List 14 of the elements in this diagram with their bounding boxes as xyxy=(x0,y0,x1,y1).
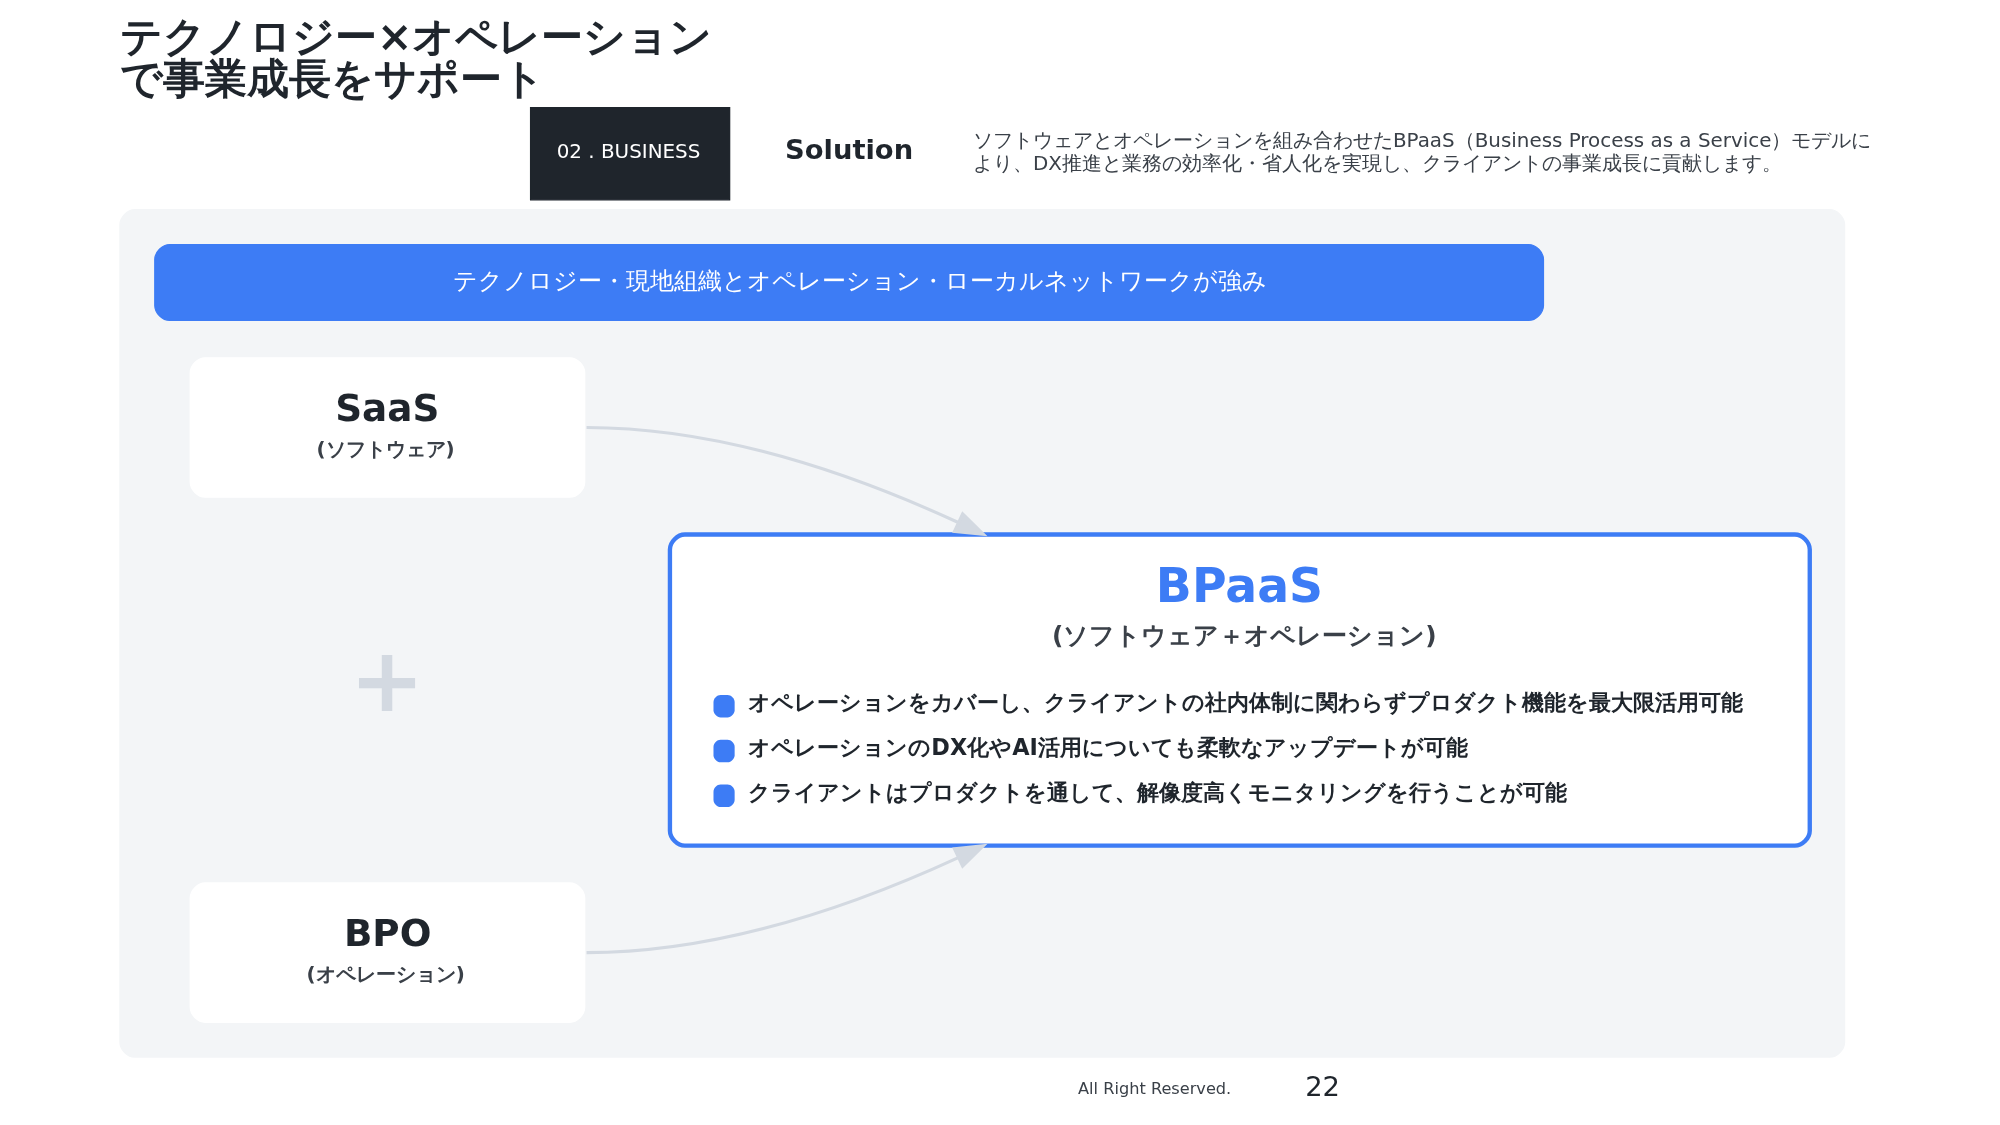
node-box: SaaS (ソフトウェア) xyxy=(189,357,586,498)
diagram-title: テクノロジー×オペレーションで事業成長をサポート xyxy=(119,11,713,104)
arrow xyxy=(586,425,988,537)
cluster xyxy=(119,209,1846,1058)
label: 22 xyxy=(1305,1071,1341,1103)
node-box: 02 . BUSINESS xyxy=(529,107,731,201)
label: Solution xyxy=(785,134,914,166)
node-box: BPO (オペレーション) xyxy=(189,882,586,1023)
node-box: テクノロジー・現地組織とオペレーション・ローカルネットワークが強み xyxy=(154,243,1545,322)
arrow xyxy=(586,843,988,955)
label: + xyxy=(349,628,425,733)
label: ソフトウェアとオペレーションを組み合わせたBPaaS（Business Process as a Service）モデルにより、DX推進と業務の効率化・省人化を実現し、クライアントの事業成長に貢献します。 xyxy=(972,129,1872,175)
node-box: BPaaS (ソフトウェア＋オペレーション) オペレーションをカバーし、クライアントの社内体制に関わらずプロダクト機能を最大限活用可能 オペレーションのDX化やAI活用についても柔軟なアップデートが可能 クライアントはプロダクトを通して、解像度高くモニタリングを行うことが可能 xyxy=(667,532,1812,848)
label: All Right Reserved. xyxy=(1078,1078,1232,1098)
